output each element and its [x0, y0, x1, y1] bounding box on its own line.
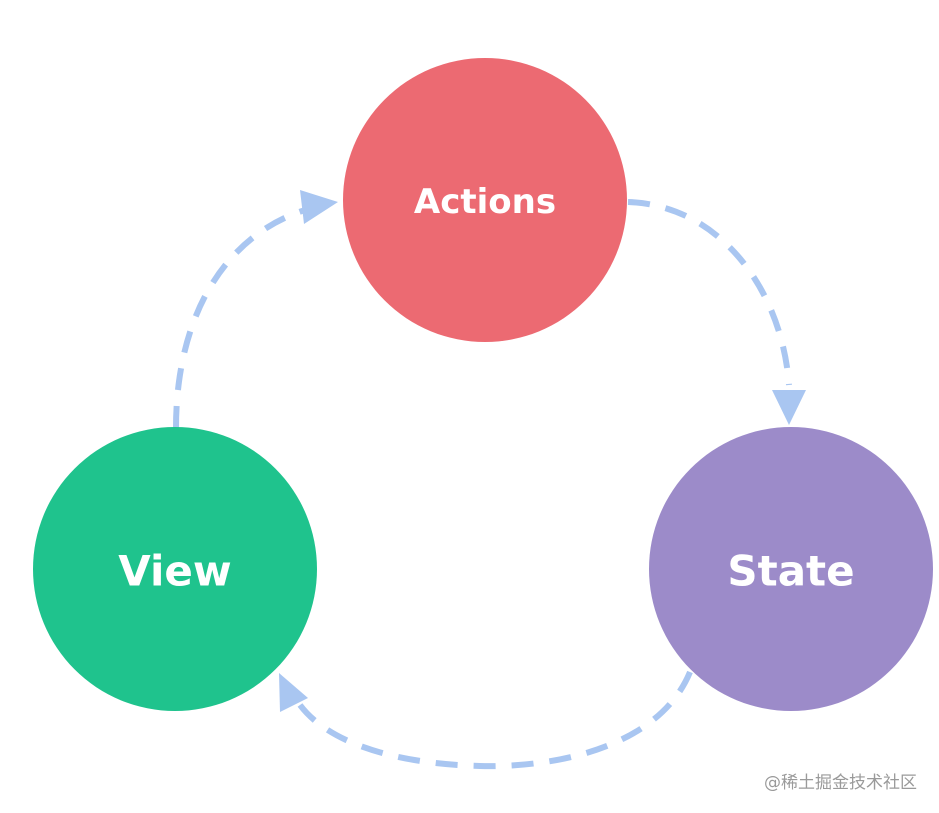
arrowhead-view-to-actions [300, 190, 338, 224]
edge-view-to-actions [173, 205, 313, 429]
node-actions-label: Actions [414, 182, 556, 222]
node-actions: Actions [343, 58, 627, 342]
arrowhead-actions-to-state [772, 390, 806, 425]
edge-actions-to-state [627, 199, 792, 386]
node-state-label: State [727, 547, 854, 596]
arrowhead-state-to-view [279, 673, 308, 712]
node-actions-circle [343, 58, 627, 342]
node-state: State [649, 427, 933, 711]
edge-state-to-view [297, 670, 693, 770]
node-view-label: View [118, 547, 231, 596]
node-view: View [33, 427, 317, 711]
watermark-text: @稀土掘金技术社区 [764, 773, 917, 793]
node-state-circle [649, 427, 933, 711]
node-view-circle [33, 427, 317, 711]
